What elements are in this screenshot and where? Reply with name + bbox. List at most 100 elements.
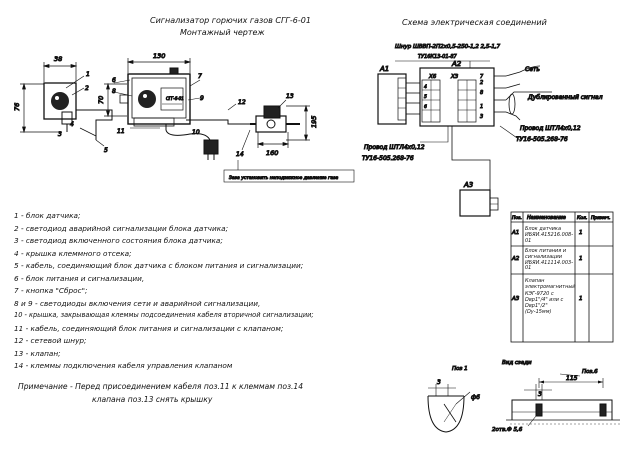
- detail-holes: 2отв.Ф 5,6: [492, 427, 523, 433]
- pin-4: 4: [424, 84, 427, 90]
- wire-left-2: ТУ16-505.268-76: [362, 155, 414, 162]
- cable-top-1: Шнур ШВВП-2П2х0,5-250-1,2 2,5-1,7: [395, 44, 501, 50]
- pin-6: 6: [424, 104, 427, 110]
- table-row-1-name: Блок датчика ИБЯИ.415216.008-01: [525, 226, 573, 244]
- detail-view: [506, 373, 620, 427]
- callout-4: 4: [70, 121, 74, 128]
- legend-item-5: 5 - кабель, соединяющий блок датчика с б…: [14, 261, 304, 270]
- table-row-3-name: Клапан электромагнитный КЭГ-9720 с Dвр1"…: [525, 278, 576, 316]
- legend-item-1: 1 - блок датчика;: [14, 211, 81, 220]
- pin-7: 7: [480, 74, 484, 80]
- wire-right-1: Провод ШТЛ4х0,12: [520, 125, 581, 132]
- device-label: СГГ-6-01: [166, 96, 184, 101]
- table-header-name: Наименование: [527, 215, 566, 221]
- callout-2: 2: [85, 85, 89, 92]
- dim-160: [256, 132, 290, 148]
- duplicate-signal: Дублированный сигнал: [527, 94, 603, 101]
- legend-item-2: 2 - светодиод аварийной сигнализации бло…: [14, 224, 229, 233]
- block-a2-label: А2: [451, 60, 462, 68]
- callout-12: 12: [238, 99, 246, 106]
- pin-1: 1: [480, 104, 483, 110]
- sensor-block: [43, 82, 77, 132]
- pin-2: 2: [480, 80, 483, 86]
- detail-poz1: [427, 384, 471, 433]
- connector-x3: Х3: [450, 74, 459, 80]
- dim-38-label: 38: [54, 55, 62, 63]
- block-a2: [419, 67, 495, 127]
- block-a3-label: А3: [463, 181, 473, 189]
- detail-dim-3b: 3: [538, 391, 542, 398]
- callout-3: 3: [58, 131, 62, 138]
- dim-76-label: 76: [13, 103, 21, 111]
- callout-10: 10: [192, 129, 200, 136]
- callout-6: 6: [112, 77, 116, 84]
- table-row-3-pos: А3: [511, 296, 520, 302]
- wire-right-2: ТУ16-505.268-76: [516, 136, 568, 143]
- detail-dim-phi6: ф6: [471, 394, 480, 401]
- dim-160-label: 160: [266, 149, 278, 157]
- table-row-3-qty: 1: [579, 296, 583, 302]
- view-label: Вид сзади: [502, 360, 532, 366]
- callout-11: 11: [117, 128, 125, 135]
- mounting-drawing: [20, 58, 355, 183]
- dim-70: [104, 82, 127, 118]
- table-header-pos: Поз.: [512, 215, 522, 221]
- pin-8: 8: [480, 90, 483, 96]
- bottom-caption: Заза установить неподвижное давление газ…: [229, 175, 339, 181]
- callout-9: 9: [200, 95, 204, 102]
- pin-3: 3: [480, 114, 483, 120]
- parts-table: [510, 211, 614, 343]
- network-label: Сеть: [525, 66, 540, 73]
- block-a1: [377, 73, 407, 125]
- callout-1: 1: [86, 71, 90, 78]
- pin-5: 5: [424, 94, 427, 100]
- dim-70-label: 70: [97, 96, 105, 104]
- legend-item-12: 12 - сетевой шнур;: [14, 336, 87, 345]
- table-row-2-name: Блок питания и сигнализации ИБЯИ.411114.…: [525, 248, 573, 272]
- callout-8: 8: [112, 88, 116, 95]
- block-a3: [459, 189, 499, 217]
- poz6-label: Поз.6: [582, 369, 598, 375]
- cable-top-2: ТУ16К13-01-87: [418, 54, 458, 60]
- block-a1-label: А1: [379, 65, 389, 73]
- connector-x6: Х6: [428, 74, 437, 80]
- legend-item-14: 14 - клеммы подключения кабеля управлени…: [14, 361, 233, 370]
- poz1-label: Поз 1: [452, 366, 468, 372]
- left-title: Сигнализатор горючих газов СГГ-6-01: [150, 16, 311, 25]
- valve: [250, 105, 300, 133]
- left-subtitle: Монтажный чертеж: [180, 28, 265, 37]
- legend-item-13: 13 - клапан;: [14, 349, 61, 358]
- legend-item-10: 10 - крышка, закрывающая клеммы подсоеди…: [14, 311, 314, 319]
- callout-14: 14: [236, 151, 244, 158]
- note-line-1: Примечание - Перед присоединением кабеля…: [18, 382, 304, 391]
- legend-item-4: 4 - крышка клеммного отсека;: [14, 249, 132, 258]
- note-line-2: клапана поз.13 снять крышку: [92, 395, 213, 404]
- schematic: [377, 60, 552, 217]
- dim-195: [286, 104, 310, 142]
- right-title: Схема электрическая соединений: [402, 18, 547, 27]
- table-row-2-pos: А2: [511, 256, 520, 262]
- dim-38: [42, 62, 78, 82]
- power-unit: [119, 67, 191, 127]
- dim-76: [20, 82, 62, 134]
- callout-7: 7: [198, 73, 202, 80]
- callout-5: 5: [104, 147, 108, 154]
- detail-dim-3: 3: [437, 379, 441, 386]
- legend-item-3: 3 - светодиод включенного состояния блок…: [14, 236, 223, 245]
- wire-left-1: Провод ШТЛ4х0,12: [364, 144, 425, 151]
- table-header-note: Примеч.: [591, 215, 610, 221]
- legend-item-8: 8 и 9 - светодиоды включения сети и авар…: [14, 299, 261, 308]
- table-row-2-qty: 1: [579, 256, 583, 262]
- legend-item-7: 7 - кнопка "Сброс";: [14, 286, 88, 295]
- table-row-1-pos: А1: [511, 230, 519, 236]
- dim-130: [126, 58, 192, 73]
- table-row-1-qty: 1: [579, 230, 583, 236]
- callout-13: 13: [286, 93, 294, 100]
- detail-dim-115: 115: [566, 375, 578, 382]
- table-header-qty: Кол.: [577, 215, 587, 221]
- dim-195-label: 195: [310, 116, 318, 128]
- legend-item-11: 11 - кабель, соединяющий блок питания и …: [14, 324, 284, 333]
- dim-130-label: 130: [153, 52, 165, 60]
- legend-item-6: 6 - блок питания и сигнализации,: [14, 274, 145, 283]
